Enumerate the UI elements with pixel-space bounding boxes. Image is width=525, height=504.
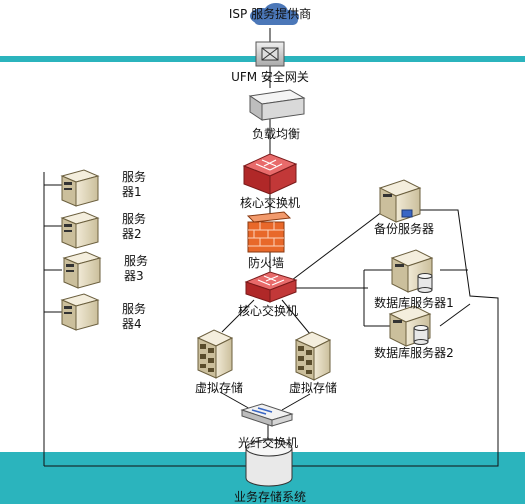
server-icon-2 [60,211,100,249]
label-server-4-line2: 器4 [122,317,142,331]
db-server-2-icon [388,305,432,347]
label-server-1-line2: 器1 [122,185,142,199]
storage-icon-left [196,329,234,379]
label-server-4-line1: 服务 [122,302,147,316]
server-icon-1 [60,169,100,207]
label-server-2-line2: 器2 [122,227,142,241]
db-server-1-icon [390,249,434,293]
label-core-switch-top: 核心交换机 [239,196,301,210]
server-icon-4 [60,293,100,331]
load-balancer-icon [248,89,306,121]
storage-disk-icon [245,439,293,487]
label-firewall: 防火墙 [247,256,285,270]
link-vs-left-fiber [219,391,253,411]
label-core-switch-main: 核心交换机 [237,304,299,318]
connection-lines [43,28,499,467]
gateway-icon [255,41,285,67]
label-ufm-gateway: UFM 安全网关 [231,70,309,84]
link-vs-right-fiber [281,393,311,411]
disk-icon [413,325,429,345]
label-load-balancer: 负载均衡 [251,127,301,141]
label-business-storage: 业务存储系统 [233,490,307,504]
switch-icon-main [244,271,298,303]
label-server-2-line1: 服务 [122,212,147,226]
label-db-server-1: 数据库服务器1 [374,296,454,310]
label-backup-server: 备份服务器 [373,222,435,236]
label-fiber-switch: 光纤交换机 [237,436,299,450]
db-bracket-right-bottom [439,303,471,327]
server-icon-3 [62,251,102,289]
label-server-1-line1: 服务 [122,170,147,184]
link-core2-backup [291,211,383,281]
firewall-icon [246,211,292,253]
label-virtual-storage-right: 虚拟存储 [288,381,338,395]
fiber-switch-icon [240,403,294,427]
label-db-server-2: 数据库服务器2 [374,346,454,360]
disk-icon [417,273,433,293]
cloud-icon [250,3,299,25]
label-isp: ISP 服务提供商 [228,7,312,21]
label-server-3-line1: 服务 [124,254,149,268]
link-backup-storage [292,209,499,467]
backup-server-icon [378,179,422,223]
link-core2-vs-right [281,299,311,335]
link-core2-vs-left [221,299,255,333]
label-server-3-line2: 器3 [124,269,144,283]
label-virtual-storage-left: 虚拟存储 [194,381,244,395]
switch-icon-top [242,153,298,195]
storage-icon-right [294,331,332,381]
